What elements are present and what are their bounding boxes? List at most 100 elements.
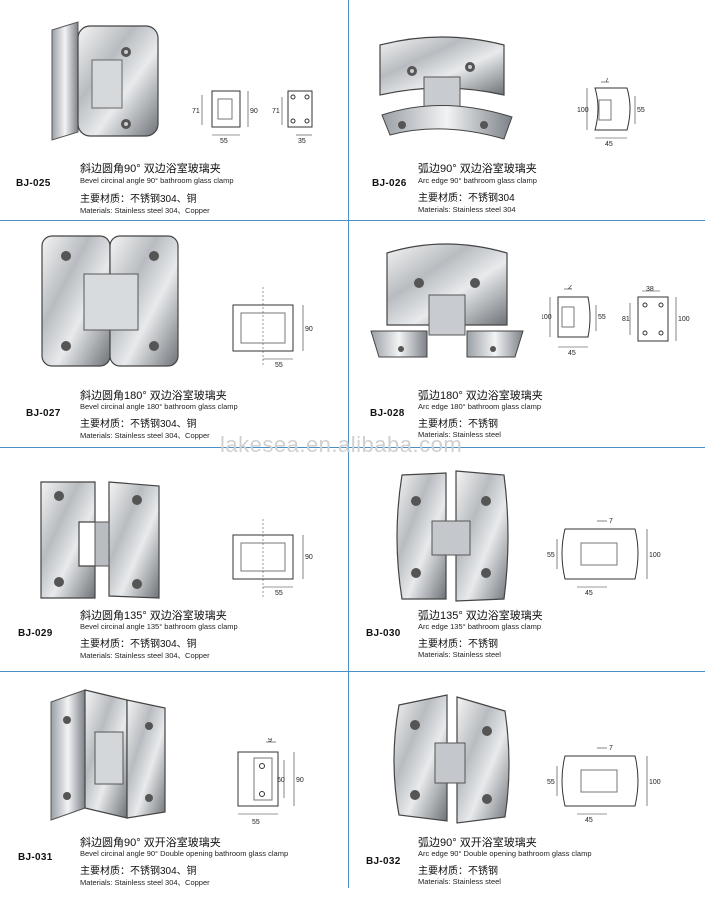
- hinge-photo: [393, 694, 510, 824]
- product-code: BJ-031: [18, 852, 53, 863]
- product-name-cn: 斜边圆角90° 双开浴室玻璃夹: [80, 837, 221, 849]
- product-cell: 7 100 55 45 BJ-026 弧边90° 双边浴室玻璃夹 Arc edg…: [352, 0, 704, 222]
- svg-text:55: 55: [275, 362, 283, 369]
- svg-text:71: 71: [272, 108, 280, 115]
- material-en: Materials: Stainless steel: [418, 650, 501, 659]
- svg-text:35: 35: [298, 138, 306, 145]
- svg-text:55: 55: [220, 138, 228, 145]
- product-cell: 2 100 55 45 38 81 100 BJ-028 弧边180° 双边浴室…: [352, 225, 704, 447]
- product-code: BJ-026: [372, 178, 407, 189]
- product-cell: 71 90 55 71 35 BJ-025 斜边圆角90° 双边浴室玻璃夹 Be…: [0, 0, 352, 222]
- svg-text:45: 45: [568, 350, 576, 357]
- material-cn: 主要材质：不锈钢304、铜: [80, 419, 197, 430]
- svg-text:55: 55: [275, 590, 283, 597]
- svg-text:45: 45: [605, 141, 613, 148]
- svg-text:81: 81: [622, 316, 630, 323]
- material-cn: 主要材质：不锈钢: [418, 419, 498, 430]
- material-en: Materials: Stainless steel 304、Copper: [80, 878, 210, 887]
- product-name-en: Arc edge 90° bathroom glass clamp: [418, 176, 537, 185]
- material-en: Materials: Stainless steel: [418, 877, 501, 886]
- product-name-cn: 弧边90° 双开浴室玻璃夹: [418, 837, 537, 849]
- row-divider: [0, 220, 705, 221]
- svg-text:9: 9: [268, 738, 272, 744]
- product-code: BJ-029: [18, 628, 53, 639]
- material-cn: 主要材质：不锈钢: [418, 639, 498, 650]
- hinge-photo: [50, 689, 166, 821]
- dimension-drawing: 2 100 55 45 38 81 100: [542, 285, 690, 357]
- svg-text:90: 90: [305, 554, 313, 561]
- svg-text:71: 71: [192, 108, 200, 115]
- svg-text:7: 7: [605, 78, 609, 84]
- material-en: Materials: Stainless steel: [418, 430, 501, 439]
- product-name-cn: 弧边135° 双边浴室玻璃夹: [418, 610, 543, 622]
- svg-text:55: 55: [547, 779, 555, 786]
- column-divider: [348, 0, 349, 888]
- material-cn: 主要材质：不锈钢: [418, 866, 498, 877]
- product-cell: 7 55 100 45 BJ-032 弧边90° 双开浴室玻璃夹 Arc edg…: [352, 676, 704, 898]
- svg-text:2: 2: [568, 285, 572, 291]
- product-name-cn: 弧边90° 双边浴室玻璃夹: [418, 163, 537, 175]
- product-name-en: Arc edge 135° bathroom glass clamp: [418, 622, 542, 631]
- material-en: Materials: Stainless steel 304、Copper: [80, 651, 210, 660]
- hinge-photo: [396, 470, 509, 602]
- material-en: Materials: Stainless steel 304: [418, 205, 516, 214]
- product-cell: 9 60 90 55 BJ-031 斜边圆角90° 双开浴室玻璃夹 Bevel …: [0, 676, 352, 898]
- svg-text:7: 7: [609, 518, 613, 525]
- material-en: Materials: Stainless steel 304、Copper: [80, 206, 210, 215]
- svg-text:100: 100: [678, 316, 690, 323]
- material-cn: 主要材质：不锈钢304、铜: [80, 866, 197, 877]
- svg-text:90: 90: [305, 326, 313, 333]
- svg-text:100: 100: [577, 107, 589, 114]
- product-code: BJ-028: [370, 408, 405, 419]
- dimension-drawing: 71 90 55 71 35: [192, 90, 313, 145]
- dimension-drawing: 90 55: [232, 519, 313, 597]
- product-name-en: Bevel circinal angle 135° bathroom glass…: [80, 622, 238, 631]
- svg-text:45: 45: [585, 817, 593, 824]
- product-name-en: Arc edge 90° Double opening bathroom gla…: [418, 849, 592, 858]
- hinge-photo: [41, 235, 179, 367]
- watermark: lakesea.en.alibaba.com: [220, 432, 463, 457]
- dimension-drawing: 90 55: [232, 287, 313, 369]
- product-code: BJ-025: [16, 178, 51, 189]
- svg-text:90: 90: [250, 108, 258, 115]
- dimension-drawing: 9 60 90 55: [237, 738, 304, 826]
- svg-text:60: 60: [277, 777, 285, 784]
- dimension-drawing: 7 100 55 45: [577, 78, 645, 148]
- hinge-photo: [379, 36, 513, 140]
- material-cn: 主要材质：不锈钢304: [418, 193, 515, 204]
- product-name-en: Bevel circinal angle 90° bathroom glass …: [80, 176, 234, 185]
- product-cell: 7 55 100 45 BJ-030 弧边135° 双边浴室玻璃夹 Arc ed…: [352, 452, 704, 674]
- product-cell: 90 55 BJ-029 斜边圆角135° 双边浴室玻璃夹 Bevel circ…: [0, 452, 352, 674]
- product-code: BJ-027: [26, 408, 61, 419]
- product-name-cn: 斜边圆角90° 双边浴室玻璃夹: [80, 163, 221, 175]
- product-name-cn: 弧边180° 双边浴室玻璃夹: [418, 390, 543, 402]
- hinge-photo: [51, 21, 159, 141]
- material-en: Materials: Stainless steel 304、Copper: [80, 431, 210, 440]
- dimension-drawing: 7 55 100 45: [547, 745, 661, 824]
- row-divider: [0, 447, 705, 448]
- material-cn: 主要材质：不锈钢304、铜: [80, 639, 197, 650]
- svg-text:100: 100: [649, 552, 661, 559]
- hinge-photo: [370, 243, 524, 358]
- svg-text:55: 55: [637, 107, 645, 114]
- product-name-en: Bevel circinal angle 180° bathroom glass…: [80, 402, 238, 411]
- row-divider: [0, 671, 705, 672]
- product-code: BJ-032: [366, 856, 401, 867]
- material-cn: 主要材质：不锈钢304、铜: [80, 194, 197, 205]
- svg-text:45: 45: [585, 590, 593, 597]
- product-name-cn: 斜边圆角135° 双边浴室玻璃夹: [80, 610, 227, 622]
- product-name-cn: 斜边圆角180° 双边浴室玻璃夹: [80, 390, 227, 402]
- svg-text:100: 100: [649, 779, 661, 786]
- svg-text:7: 7: [609, 745, 613, 752]
- svg-text:100: 100: [542, 314, 552, 321]
- svg-text:55: 55: [547, 552, 555, 559]
- product-name-en: Bevel circinal angle 90° Double opening …: [80, 849, 289, 858]
- svg-text:55: 55: [252, 819, 260, 826]
- hinge-photo: [40, 481, 160, 599]
- svg-text:90: 90: [296, 777, 304, 784]
- svg-text:55: 55: [598, 314, 606, 321]
- svg-text:38: 38: [646, 286, 654, 293]
- dimension-drawing: 7 55 100 45: [547, 518, 661, 597]
- product-name-en: Arc edge 180° bathroom glass clamp: [418, 402, 542, 411]
- product-cell: 90 55 BJ-027 斜边圆角180° 双边浴室玻璃夹 Bevel circ…: [0, 225, 352, 447]
